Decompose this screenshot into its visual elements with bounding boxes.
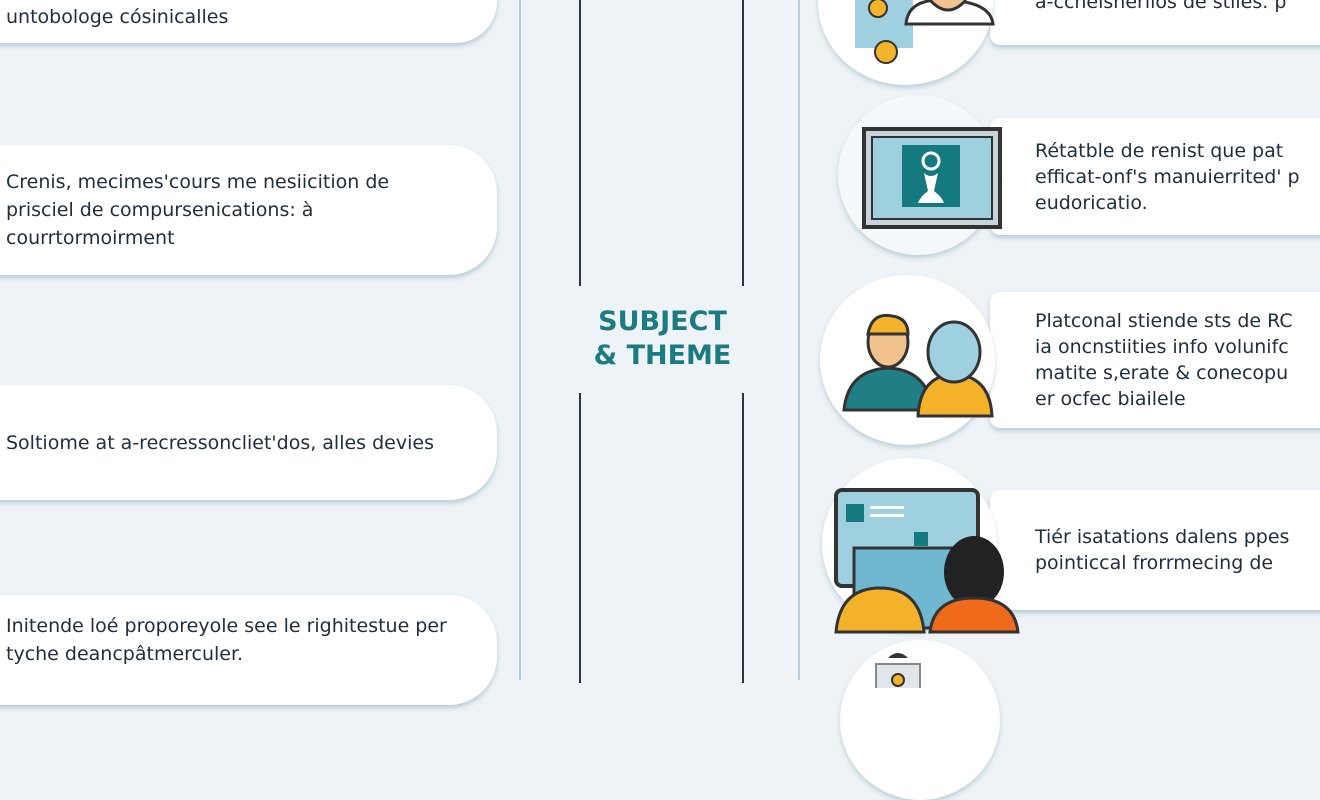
bracket-line — [579, 0, 581, 286]
bracket-line — [579, 393, 581, 683]
bracket-line — [742, 0, 744, 286]
two-people-icon — [842, 313, 994, 418]
list-item: Rétatble de renist que pat efficat-onf's… — [990, 118, 1320, 235]
divider-line — [798, 0, 800, 680]
page-title: SUBJECT& THEME — [593, 306, 732, 371]
list-item: Crenis, mecimes'cours me nesiicition de … — [0, 145, 497, 275]
monitor-trophy-icon — [862, 127, 1002, 229]
list-item: Initende loé proporeyole see le righites… — [0, 595, 497, 705]
list-item: a-ccheisherlios de stiles. p — [990, 0, 1320, 45]
people-at-screen-icon — [834, 488, 1020, 634]
bracket-line — [742, 393, 744, 683]
list-item: Soltiome at a-recressoncliet'dos, alles … — [0, 385, 497, 500]
badge-icon — [875, 653, 921, 688]
list-item: Platconal stiende sts de RC ia oncnstiit… — [990, 292, 1320, 428]
divider-line — [519, 0, 521, 680]
person-with-coins-icon — [855, 0, 995, 64]
list-item: Tiér isatations dalens ppes pointiccal f… — [990, 490, 1320, 610]
list-item: cronculetatone at ra qnine memssorgt unt… — [0, 0, 497, 43]
